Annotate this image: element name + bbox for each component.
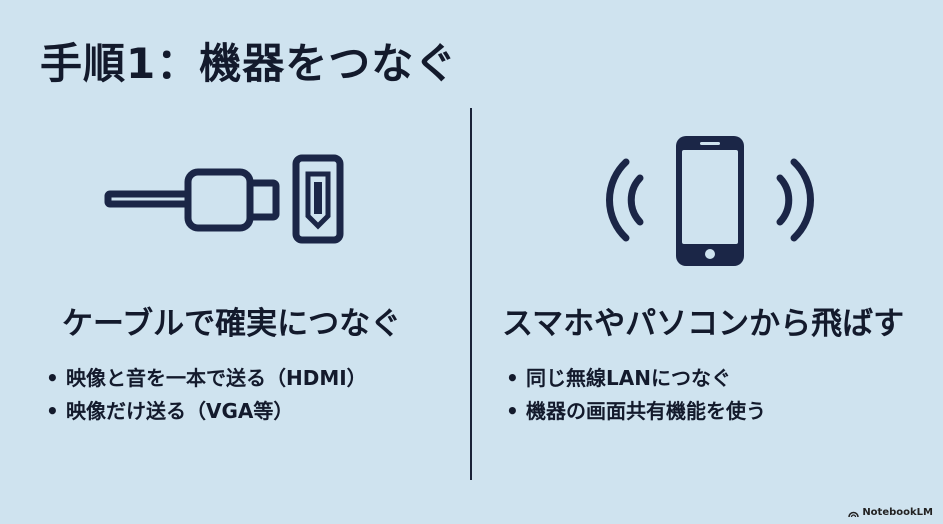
bullet-text: 同じ無線LANにつなぐ: [526, 366, 731, 390]
smartphone-wireless-icon: [600, 130, 820, 270]
panel-divider: [470, 108, 472, 480]
notebooklm-logo-icon: [848, 511, 860, 517]
list-item: • 同じ無線LANにつなぐ: [506, 362, 766, 395]
bullet-dot: •: [506, 399, 519, 423]
bullet-text: 映像と音を一本で送る（HDMI）: [66, 366, 367, 390]
slide-title: 手順1：機器をつなぐ: [40, 39, 458, 88]
cable-connection-heading: ケーブルで確実につなぐ: [62, 306, 402, 342]
wireless-bullet-list: • 同じ無線LANにつなぐ • 機器の画面共有機能を使う: [506, 362, 766, 428]
list-item: • 映像と音を一本で送る（HDMI）: [46, 362, 367, 395]
list-item: • 映像だけ送る（VGA等）: [46, 395, 367, 428]
wireless-connection-heading: スマホやパソコンから飛ばす: [502, 306, 905, 342]
list-item: • 機器の画面共有機能を使う: [506, 395, 766, 428]
notebooklm-watermark: NotebookLM: [848, 507, 933, 518]
bullet-dot: •: [46, 366, 59, 390]
bullet-text: 映像だけ送る（VGA等）: [66, 399, 294, 423]
bullet-dot: •: [46, 399, 59, 423]
bullet-text: 機器の画面共有機能を使う: [526, 399, 766, 423]
bullet-dot: •: [506, 366, 519, 390]
brand-label: NotebookLM: [862, 507, 933, 518]
hdmi-cable-icon: [100, 150, 350, 250]
cable-bullet-list: • 映像と音を一本で送る（HDMI） • 映像だけ送る（VGA等）: [46, 362, 367, 428]
